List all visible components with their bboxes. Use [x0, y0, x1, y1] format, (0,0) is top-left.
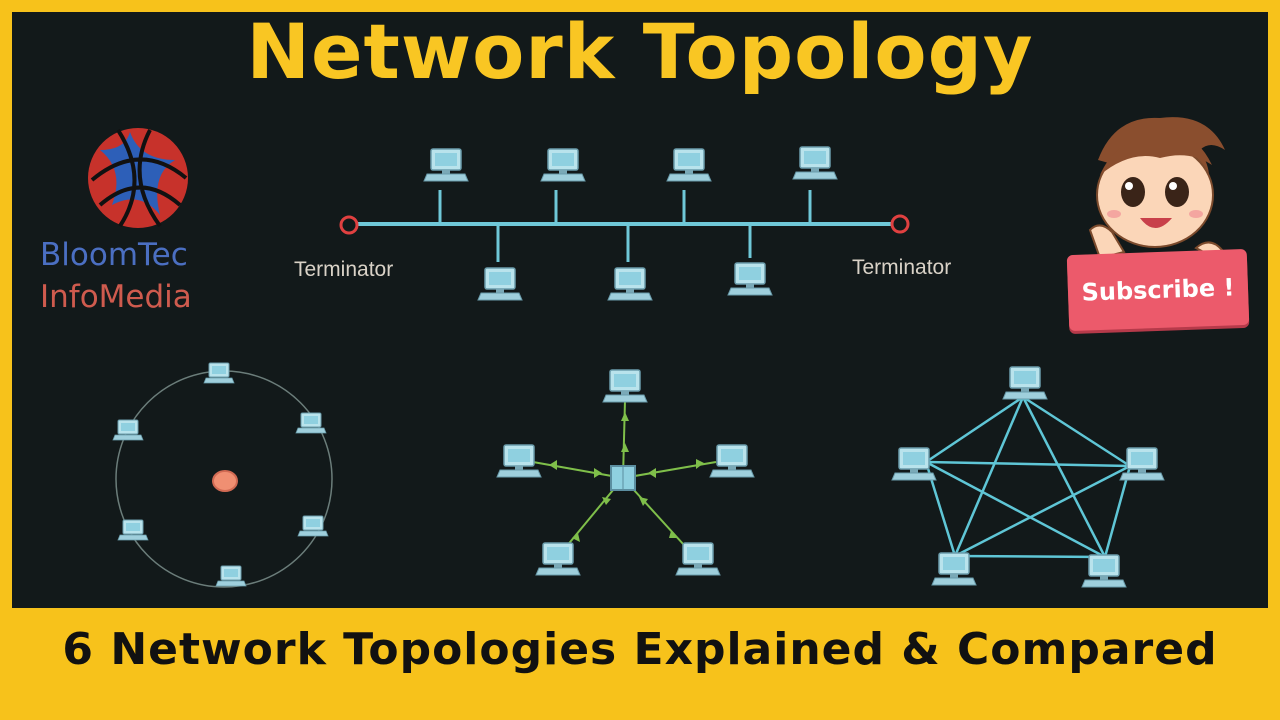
computer-icon [117, 519, 149, 541]
ring-center-node [212, 470, 238, 492]
computer-icon [215, 565, 247, 587]
computer-icon [496, 444, 542, 478]
computer-icon [112, 419, 144, 441]
computer-icon [203, 362, 235, 384]
computer-icon [891, 447, 937, 481]
computer-icon [792, 146, 838, 180]
terminator-label-right: Terminator [852, 256, 952, 279]
diagram-panel [12, 12, 1268, 608]
computer-icon [666, 148, 712, 182]
bus-topology [339, 146, 910, 301]
computer-icon [1081, 554, 1127, 588]
mesh-topology [891, 366, 1165, 588]
computer-icon [540, 148, 586, 182]
computer-icon [423, 148, 469, 182]
brand-name-line1: BloomTec [40, 237, 188, 273]
subscribe-button[interactable]: Subscribe ! [1066, 248, 1250, 332]
star-topology [496, 369, 755, 576]
page-title: Network Topology [246, 7, 1034, 96]
computer-icon [602, 369, 648, 403]
computer-icon [607, 267, 653, 301]
ring-topology [112, 362, 333, 588]
terminator-label-left: Terminator [294, 258, 394, 281]
computer-icon [1119, 447, 1165, 481]
logo-globe-icon [88, 128, 188, 228]
terminator-left-icon [339, 215, 359, 235]
computer-icon [295, 412, 327, 434]
computer-icon [675, 542, 721, 576]
computer-icon [1002, 366, 1048, 400]
subtitle-banner: 6 Network Topologies Explained & Compare… [62, 624, 1218, 675]
computer-icon [727, 262, 773, 296]
computer-icon [709, 444, 755, 478]
computer-icon [535, 542, 581, 576]
computer-icon [297, 515, 329, 537]
computer-icon [477, 267, 523, 301]
brand-name-line2: InfoMedia [40, 279, 192, 315]
computer-icon [931, 552, 977, 586]
terminator-right-icon [890, 214, 910, 234]
mascot-character [1088, 117, 1225, 260]
